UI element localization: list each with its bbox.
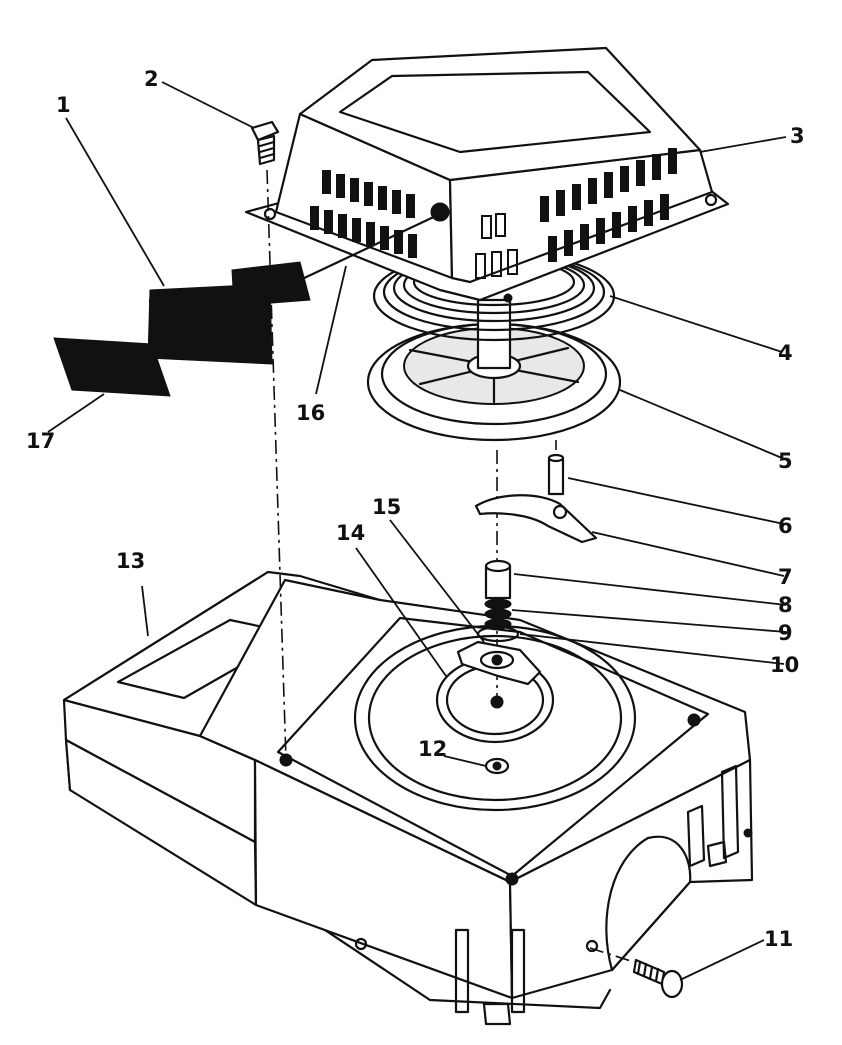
part-6-pin [547,453,565,496]
callout-14: 14 [336,521,365,545]
callout-numbers: 1 2 3 4 5 6 7 8 9 10 11 12 13 14 15 16 1… [26,67,805,951]
callout-13: 13 [116,549,145,573]
part-17-handle-insert [53,298,171,397]
leader-lines [47,81,787,981]
callout-8: 8 [778,593,793,617]
part-3-starter-housing [244,46,730,303]
callout-15: 15 [372,495,401,519]
part-12-nut [484,757,510,775]
part-16-rope [298,212,442,282]
callout-4: 4 [778,341,793,365]
part-9-spring [484,598,512,630]
part-7-pawl [474,494,598,544]
part-15-retainer [456,640,542,686]
part-11-screw [632,958,684,999]
callout-10: 10 [770,653,799,677]
callout-9: 9 [778,621,793,645]
part-2-bolt [250,120,280,166]
callout-3: 3 [790,124,805,148]
part-8-bushing [484,559,512,600]
part-1-handle [147,261,311,365]
callout-1: 1 [56,93,71,117]
callout-6: 6 [778,514,793,538]
engine-shroud [62,570,754,1026]
callout-7: 7 [778,565,793,589]
callout-5: 5 [778,449,793,473]
callout-16: 16 [296,401,325,425]
callout-2: 2 [144,67,159,91]
callout-17: 17 [26,429,55,453]
callout-12: 12 [418,737,447,761]
callout-11: 11 [764,927,793,951]
part-5-pulley [366,298,622,442]
